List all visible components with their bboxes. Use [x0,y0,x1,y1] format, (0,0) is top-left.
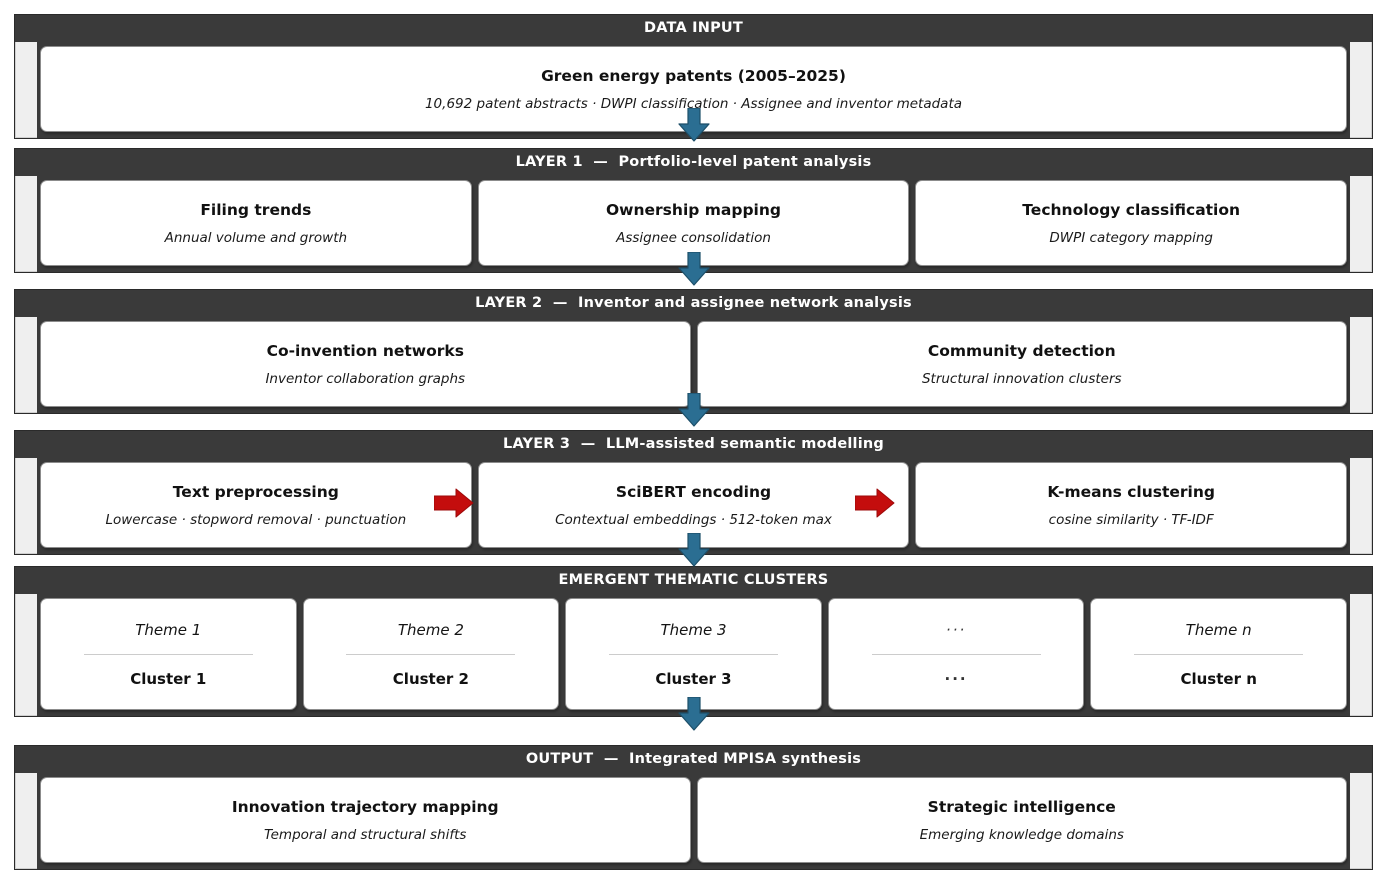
cluster-divider [1134,653,1304,655]
cluster-card-n[interactable]: Theme n Cluster n [1090,598,1347,710]
cluster-theme-label: Theme 2 [397,620,464,639]
card-subtitle: Inventor collaboration graphs [265,370,466,387]
card-subtitle: Lowercase · stopword removal · punctuati… [105,511,407,528]
card-subtitle: Temporal and structural shifts [264,826,467,843]
cluster-divider [346,653,516,655]
band-rail-left [15,176,37,272]
band-layer-3: LAYER 3 — LLM-assisted semantic modellin… [14,430,1373,555]
band-rail-right [1349,594,1372,716]
step-arrow-right-1 [434,488,474,518]
card-heading: Filing trends [200,200,312,219]
cluster-divider [83,653,253,655]
card-heading: Green energy patents (2005–2025) [541,66,846,85]
band-title-layer-3: LAYER 3 — LLM-assisted semantic modellin… [503,436,884,452]
card-subtitle: 10,692 patent abstracts · DWPI classific… [424,95,963,112]
band-emergent-thematic-clusters: EMERGENT THEMATIC CLUSTERS Theme 1 Clust… [14,566,1373,717]
band-title-data-input: DATA INPUT [644,20,743,36]
card-heading: Strategic intelligence [927,797,1116,816]
card-filing-trends[interactable]: Filing trends Annual volume and growth [40,180,472,266]
band-body-layer-2: Co-invention networks Inventor collabora… [15,317,1372,413]
card-co-invention-networks[interactable]: Co-invention networks Inventor collabora… [40,321,691,407]
cluster-name-label: Cluster 2 [392,669,469,688]
cluster-theme-label: Theme n [1185,620,1252,639]
card-heading: K-means clustering [1047,482,1215,501]
band-rail-right [1350,317,1372,413]
band-title-layer-2: LAYER 2 — Inventor and assignee network … [475,295,912,311]
cluster-theme-label: Theme 3 [660,620,727,639]
card-heading: Co-invention networks [266,341,464,360]
band-rail-left [15,773,37,869]
band-rail-left [15,594,37,716]
step-arrow-right-2 [855,488,895,518]
cluster-name-label: Cluster 3 [655,669,732,688]
card-heading: SciBERT encoding [615,482,772,501]
band-rail-left [15,458,37,554]
card-subtitle: Contextual embeddings · 512-token max [555,511,832,528]
band-rail-right [1350,176,1373,272]
card-community-detection[interactable]: Community detection Structural innovatio… [696,321,1347,407]
flow-arrow-down-5 [677,697,711,731]
card-heading: Community detection [927,341,1116,360]
flow-arrow-down-1 [677,108,711,142]
card-innovation-trajectory-mapping[interactable]: Innovation trajectory mapping Temporal a… [40,777,691,863]
cluster-name-label: Cluster 1 [130,669,207,688]
card-subtitle: DWPI category mapping [1049,229,1213,246]
band-rail-right [1350,773,1372,869]
band-output: OUTPUT — Integrated MPISA synthesis Inno… [14,745,1373,870]
flow-arrow-down-4 [677,533,711,567]
card-strategic-intelligence[interactable]: Strategic intelligence Emerging knowledg… [696,777,1347,863]
cluster-card-2[interactable]: Theme 2 Cluster 2 [302,598,560,710]
card-heading: Ownership mapping [606,200,781,219]
cluster-name-label: Cluster n [1180,669,1257,688]
card-heading: Innovation trajectory mapping [231,797,499,816]
band-title-layer-1: LAYER 1 — Portfolio-level patent analysi… [515,154,872,170]
card-subtitle: Structural innovation clusters [921,370,1122,387]
cluster-card-3[interactable]: Theme 3 Cluster 3 [565,598,822,710]
flow-arrow-down-3 [677,393,711,427]
cluster-divider [871,653,1041,655]
cluster-card-ellipsis[interactable]: ··· ··· [827,598,1085,710]
card-technology-classification[interactable]: Technology classification DWPI category … [915,180,1348,266]
cluster-theme-ellipsis: ··· [945,620,967,639]
band-body-clusters: Theme 1 Cluster 1 Theme 2 Cluster 2 Them… [15,594,1372,716]
card-text-preprocessing[interactable]: Text preprocessing Lowercase · stopword … [40,462,472,548]
band-rail-left [15,317,37,413]
cluster-card-1[interactable]: Theme 1 Cluster 1 [40,598,297,710]
card-subtitle: Emerging knowledge domains [919,826,1124,843]
cluster-divider [609,653,778,655]
band-body-layer-3: Text preprocessing Lowercase · stopword … [15,458,1373,554]
card-kmeans-clustering[interactable]: K-means clustering cosine similarity · T… [915,462,1348,548]
cluster-name-ellipsis: ··· [944,669,968,688]
band-body-output: Innovation trajectory mapping Temporal a… [15,773,1372,869]
cluster-theme-label: Theme 1 [135,620,202,639]
card-subtitle: Annual volume and growth [164,229,348,246]
card-subtitle: cosine similarity · TF-IDF [1048,511,1214,528]
band-rail-right [1350,458,1373,554]
card-subtitle: Assignee consolidation [616,229,771,246]
band-rail-right [1350,42,1372,138]
band-layer-2: LAYER 2 — Inventor and assignee network … [14,289,1373,414]
card-heading: Technology classification [1022,200,1241,219]
flow-arrow-down-2 [677,252,711,286]
band-rail-left [15,42,37,138]
card-heading: Text preprocessing [172,482,339,501]
band-title-output: OUTPUT — Integrated MPISA synthesis [525,751,862,767]
band-title-clusters: EMERGENT THEMATIC CLUSTERS [558,572,829,588]
